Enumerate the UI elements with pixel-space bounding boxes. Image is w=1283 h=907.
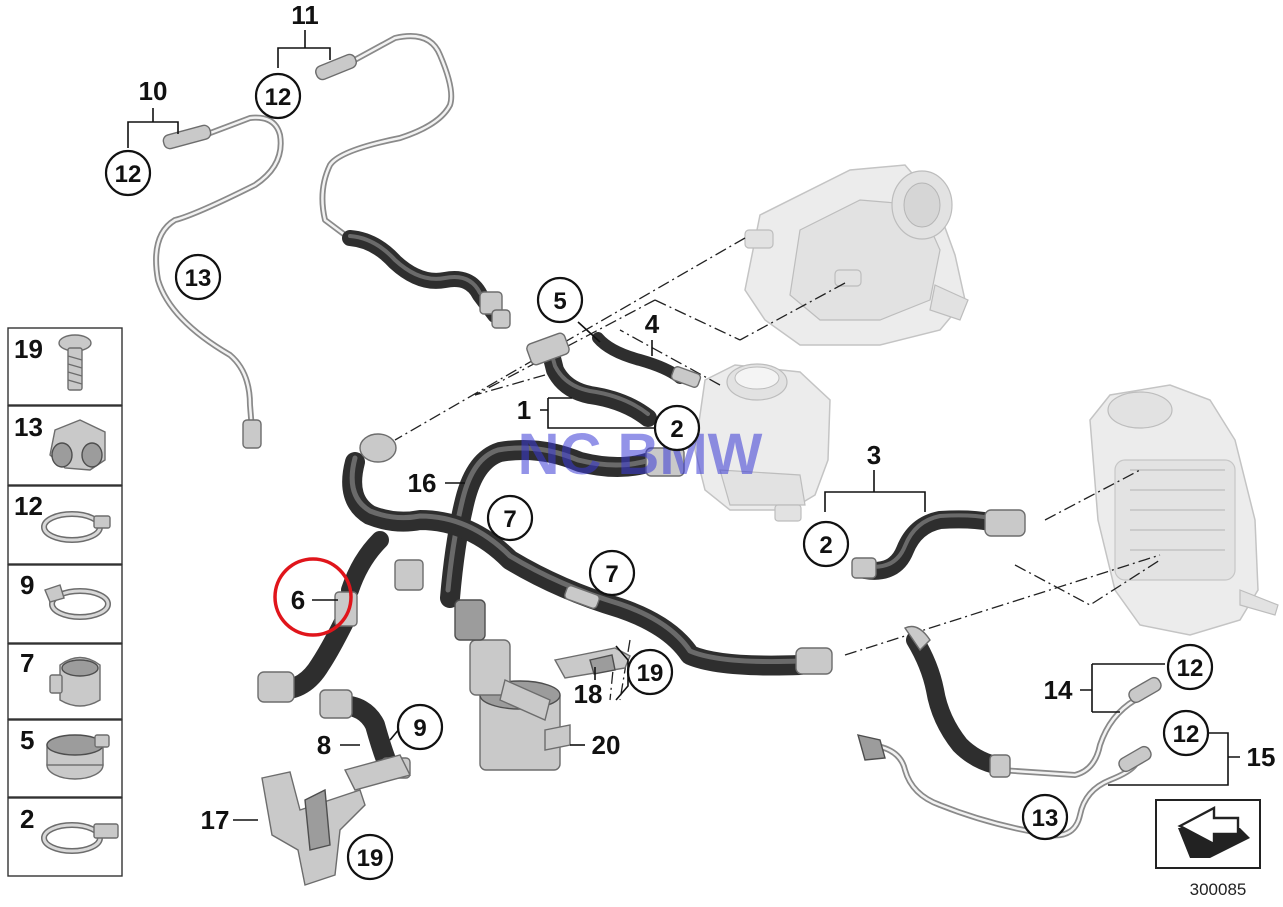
side-label-7: 7 [20, 648, 34, 678]
callout-11: 11 [291, 0, 319, 30]
pipe-clip-icon [49, 419, 106, 471]
holder-icon [49, 656, 101, 707]
orientation-box [1155, 799, 1261, 869]
auxiliary-radiator [1089, 384, 1279, 636]
callout-9: 9 [396, 703, 444, 751]
side-label-5: 5 [20, 725, 34, 755]
callout-5: 5 [536, 276, 584, 324]
side-label-13: 13 [14, 412, 43, 442]
callout-18: 18 [574, 679, 603, 709]
lower-expansion-tank [694, 363, 831, 522]
svg-text:6: 6 [291, 585, 305, 615]
highlight-ring [273, 557, 353, 637]
callout-4: 4 [645, 309, 660, 339]
hose-clamp-icon [41, 511, 111, 543]
svg-text:12: 12 [1177, 655, 1204, 682]
callout-12-c: 12 [1166, 643, 1214, 691]
svg-text:2: 2 [819, 532, 832, 559]
pipe-14 [997, 676, 1162, 778]
callout-7-b: 7 [588, 549, 636, 597]
diagram-number: 300085 [1190, 880, 1247, 899]
hose-1 [526, 332, 657, 427]
svg-text:12: 12 [1173, 721, 1200, 748]
callout-20: 20 [592, 730, 621, 760]
callout-15: 15 [1247, 742, 1276, 772]
band-clamp-icon [46, 734, 110, 780]
callout-12-a: 12 [104, 149, 152, 197]
svg-text:9: 9 [413, 715, 426, 742]
callout-1: 1 [517, 395, 531, 425]
hose-6 [257, 531, 424, 703]
callout-17: 17 [201, 805, 230, 835]
svg-text:12: 12 [115, 161, 142, 188]
callout-14: 14 [1044, 675, 1073, 705]
callout-2-a: 2 [653, 404, 701, 452]
spring-clamp-icon [44, 584, 111, 620]
clip-18 [553, 647, 631, 679]
svg-text:7: 7 [503, 506, 516, 533]
leader-lines [127, 30, 1240, 821]
side-label-12: 12 [14, 491, 43, 521]
callout-3: 3 [867, 440, 881, 470]
callout-19-b: 19 [346, 833, 394, 881]
svg-text:7: 7 [605, 561, 618, 588]
pipe-11 [315, 33, 455, 238]
callout-12-d: 12 [1162, 709, 1210, 757]
hose-3 [851, 509, 1026, 580]
hose-14-upper [903, 625, 1011, 778]
upper-expansion-tank [744, 164, 969, 346]
callout-19-a: 19 [626, 648, 674, 696]
callout-12-b: 12 [254, 72, 302, 120]
svg-text:19: 19 [357, 845, 384, 872]
svg-text:13: 13 [1032, 805, 1059, 832]
callout-16: 16 [408, 468, 437, 498]
callout-13-b: 13 [1021, 793, 1069, 841]
svg-text:13: 13 [185, 265, 212, 292]
water-pump [454, 599, 571, 771]
arrow-icon [1177, 806, 1250, 858]
screw-icon [58, 334, 92, 391]
callout-13-a: 13 [174, 253, 222, 301]
hose-11-lower [342, 230, 511, 329]
watermark: NC BMW [518, 422, 763, 487]
callout-8: 8 [317, 730, 331, 760]
screw-clamp-icon [41, 822, 119, 854]
svg-text:2: 2 [670, 416, 683, 443]
hose-4 [592, 332, 702, 388]
pipe-10 [153, 114, 284, 449]
svg-text:19: 19 [637, 660, 664, 687]
svg-text:5: 5 [553, 288, 566, 315]
side-label-19: 19 [14, 334, 43, 364]
side-panel: 19 13 12 9 7 5 2 [7, 327, 123, 877]
callout-10: 10 [139, 76, 168, 106]
bracket-17 [261, 754, 412, 886]
callout-7-a: 7 [486, 494, 534, 542]
side-label-9: 9 [20, 570, 34, 600]
callout-2-b: 2 [802, 520, 850, 568]
callout-6: 6 [291, 585, 305, 615]
side-label-2: 2 [20, 804, 34, 834]
hose-7 [342, 433, 833, 676]
svg-text:12: 12 [265, 84, 292, 111]
